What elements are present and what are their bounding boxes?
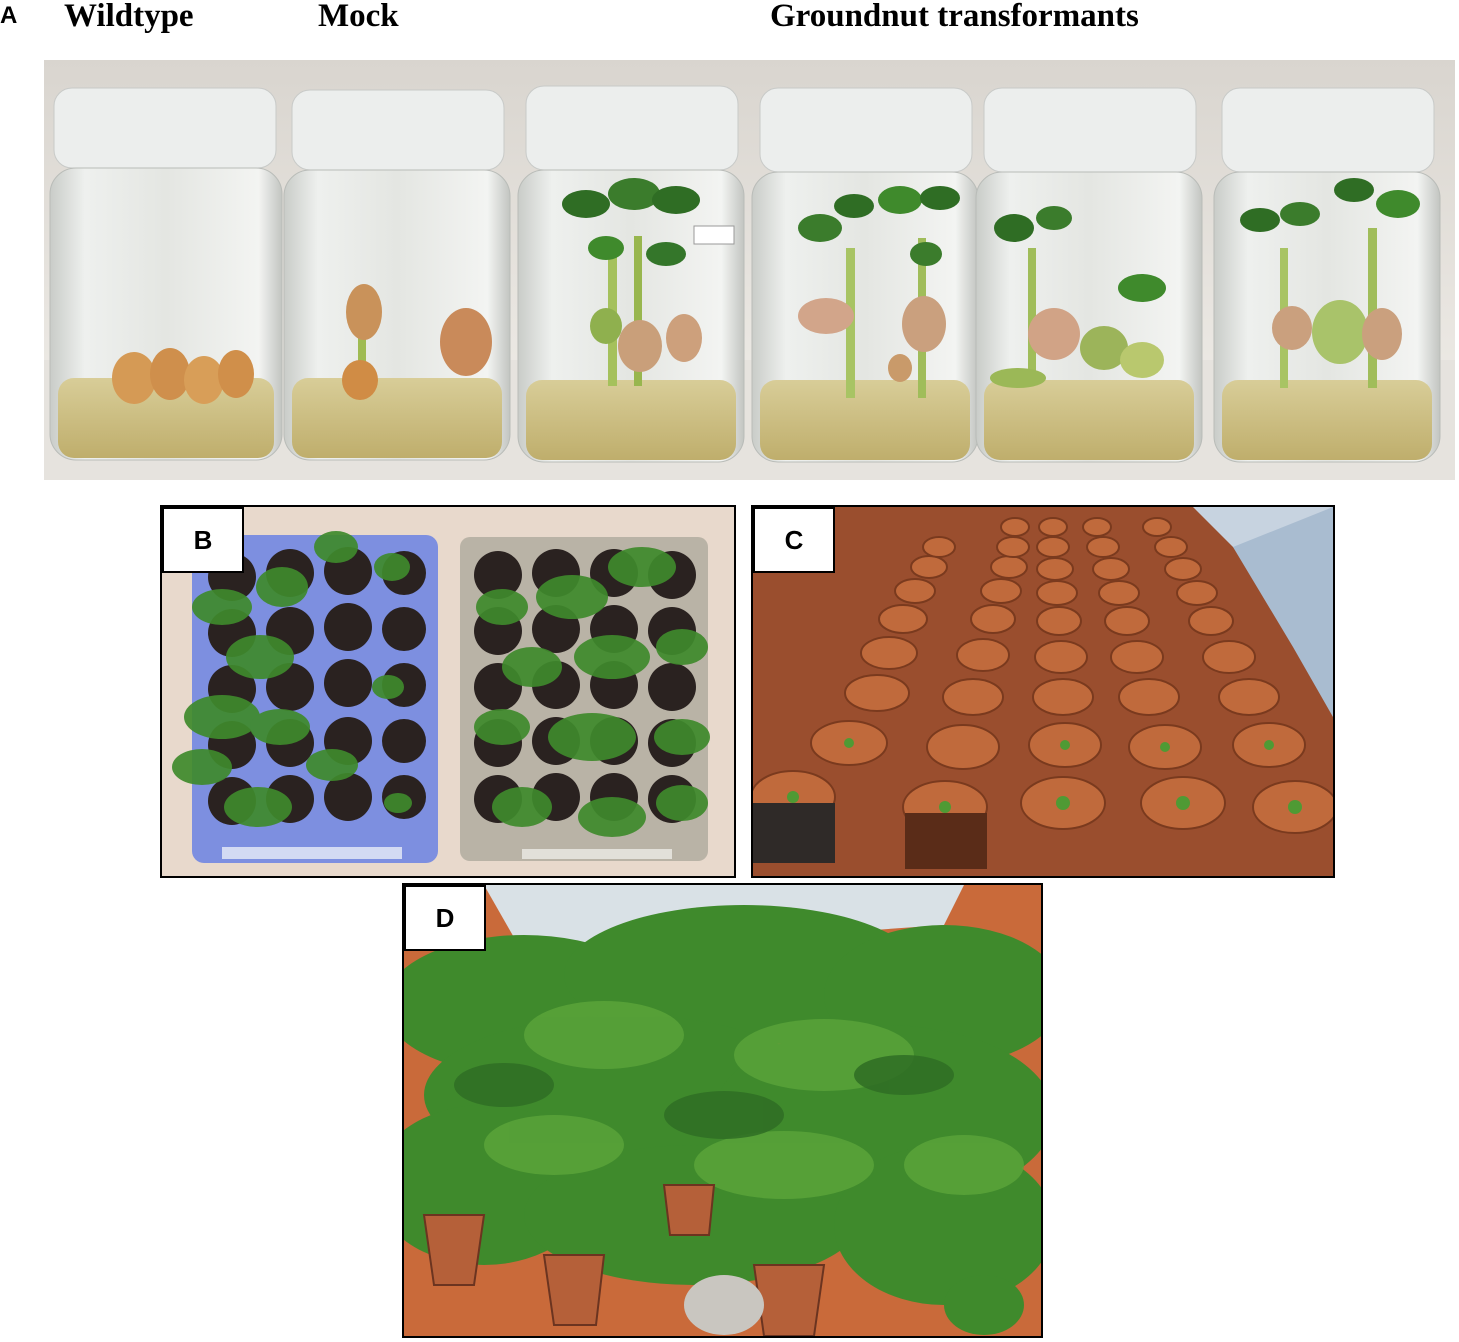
panel-b-image (162, 507, 734, 876)
transformants-label: Groundnut transformants (770, 0, 1139, 34)
jar-wildtype (49, 87, 283, 461)
panel-c-letter: C (753, 507, 835, 573)
panel-d-image (404, 885, 1041, 1336)
panel-b-letter: B (162, 507, 244, 573)
panel-d-photo: D (402, 883, 1043, 1338)
jar-transformant-1 (517, 85, 745, 463)
panel-b-photo: B (160, 505, 736, 878)
panel-d-letter: D (404, 885, 486, 951)
wildtype-label: Wildtype (64, 0, 194, 34)
jar-transformant-4 (1213, 87, 1441, 463)
panel-c-photo: C (751, 505, 1335, 878)
panel-c-image (753, 507, 1333, 876)
jar-transformant-3 (975, 87, 1203, 463)
mock-label: Mock (318, 0, 399, 34)
panel-a-photo (44, 60, 1455, 480)
jar-mock (283, 89, 511, 461)
panel-a-letter: A (0, 2, 18, 29)
jar-transformant-2 (751, 87, 979, 463)
